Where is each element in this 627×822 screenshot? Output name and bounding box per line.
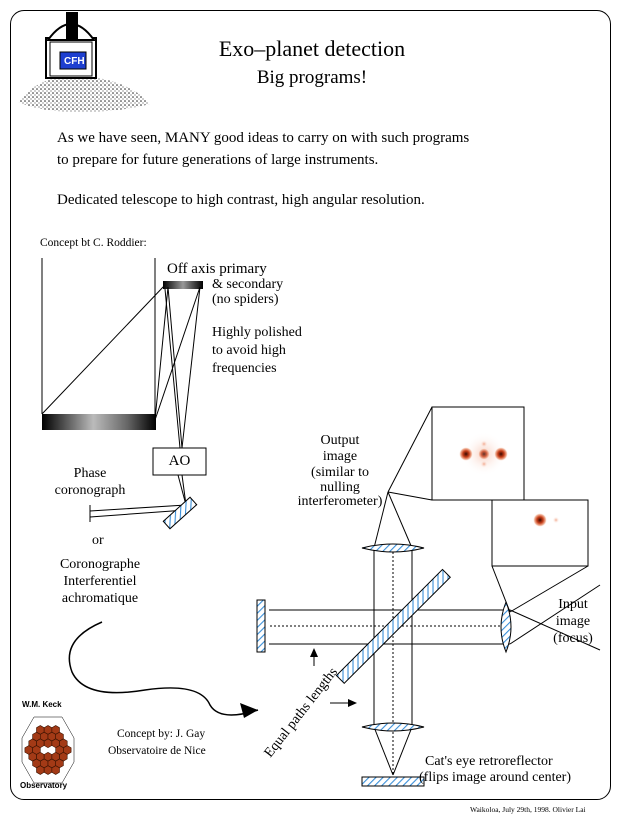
- keck-mirror-segment: [43, 765, 53, 775]
- concept-gay-line-2: Observatoire de Nice: [108, 745, 206, 757]
- ao-label: AO: [168, 453, 191, 469]
- phase-line-1: Phase: [73, 466, 107, 481]
- wavy-arrow: [68, 621, 259, 718]
- coronographe-line-3: achromatique: [61, 591, 139, 606]
- offaxis-line-3: (no spiders): [212, 292, 279, 307]
- keck-mirror-segment: [51, 765, 60, 775]
- cats-eye-line-1: Cat's eye retroreflector: [425, 754, 553, 769]
- polished-line-3: frequencies: [212, 361, 277, 376]
- cats-eye-line-2: (flips image around center): [419, 770, 571, 785]
- intro-line-3: Dedicated telescope to high contrast, hi…: [57, 192, 425, 208]
- input-image-frame: [491, 499, 589, 567]
- keck-logo-top: W.M. Keck: [22, 700, 62, 709]
- fold-mirror: [162, 496, 198, 530]
- intro-line-2: to prepare for future generations of lar…: [57, 152, 379, 168]
- coronographe-line-2: Interferentiel: [63, 574, 137, 589]
- polished-line-1: Highly polished: [212, 325, 302, 340]
- input-line-2: image: [555, 614, 591, 629]
- slide-frame: [10, 10, 611, 800]
- output-line-5: interferometer): [297, 494, 383, 509]
- polished-line-2: to avoid high: [212, 343, 286, 358]
- up-arrowhead: [310, 648, 318, 657]
- offaxis-line-1: Off axis primary: [167, 261, 267, 277]
- concept-roddier-label: Concept bt C. Roddier:: [40, 237, 147, 249]
- offaxis-line-2: & secondary: [212, 277, 284, 292]
- intro-line-1: As we have seen, MANY good ideas to carr…: [57, 130, 470, 146]
- or-label: or: [92, 533, 104, 548]
- page-subtitle: Big programs!: [256, 67, 368, 88]
- keck-mirror-segment: [43, 738, 53, 749]
- footer-credit: Waikoloa, July 29th, 1998. Olivier Lai: [470, 805, 586, 814]
- page-title: Exo–planet detection: [218, 36, 406, 61]
- bottom-lens: [361, 722, 425, 732]
- interferometer-schematic: [269, 406, 601, 776]
- left-mirror: [256, 599, 266, 653]
- cfh-logo: [18, 12, 150, 112]
- ao-box: [152, 447, 207, 476]
- concept-gay-line-1: Concept by: J. Gay: [117, 728, 206, 740]
- phase-line-2: coronograph: [54, 483, 126, 498]
- input-line-1: Input: [558, 597, 588, 612]
- output-line-3: (similar to: [311, 465, 369, 480]
- output-line-4: nulling: [320, 480, 360, 495]
- output-line-1: Output: [320, 433, 360, 448]
- top-lens: [361, 543, 425, 553]
- beam-splitter: [335, 568, 451, 684]
- keck-logo: [21, 716, 75, 784]
- keck-logo-bottom: Observatory: [20, 781, 68, 790]
- cats-eye-mirror: [361, 776, 425, 787]
- output-line-2: image: [322, 449, 358, 464]
- cfh-logo-text: CFH: [64, 56, 85, 67]
- output-image-frame: [431, 406, 525, 501]
- right-arrowhead: [348, 699, 357, 707]
- input-line-3: (focus): [553, 631, 593, 646]
- keck-mirror-segment: [36, 765, 45, 775]
- coronographe-line-1: Coronographe: [59, 557, 141, 572]
- telescope-schematic: [41, 258, 203, 522]
- right-lens: [500, 600, 512, 654]
